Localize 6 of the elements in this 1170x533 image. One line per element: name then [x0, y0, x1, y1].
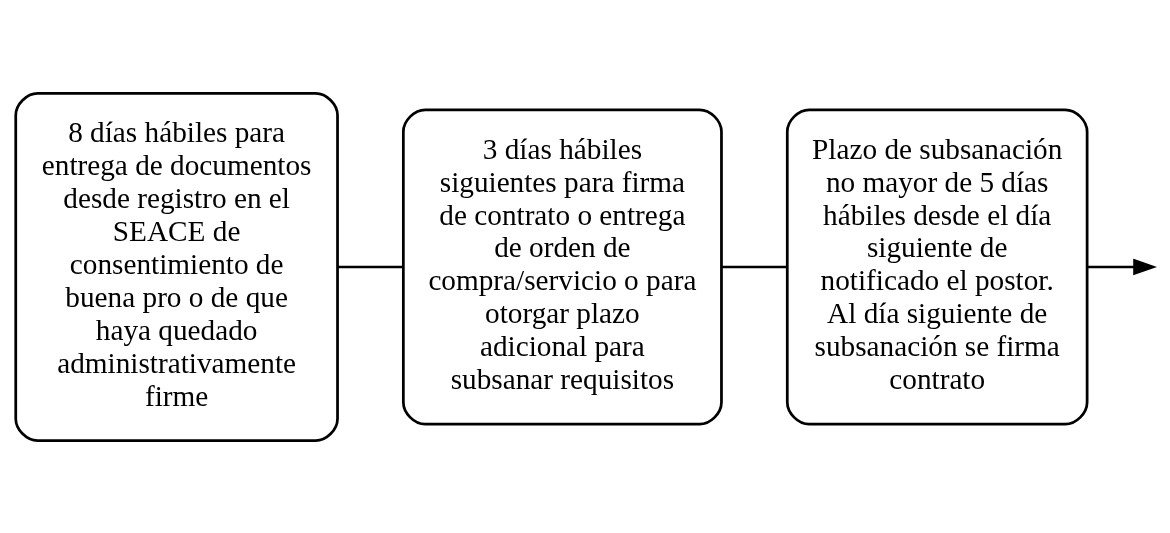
arrow: [1087, 258, 1157, 275]
node-box: Plazo de subsanación no mayor de 5 días hábiles desde el día siguiente de notificado el postor. Al día siguiente de subsanación se firma contrato: [785, 107, 1089, 426]
node-box: 8 días hábiles para entrega de documentos desde registro en el SEACE de consentimiento de buena pro o de que haya quedado administrativamente firme: [14, 91, 339, 442]
connector: [337, 265, 403, 268]
connector: [721, 265, 788, 268]
node-box: 3 días hábiles siguientes para firma de contrato o entrega de orden de compra/servicio o para otorgar plazo adicional para subsanar requisitos: [401, 107, 723, 426]
